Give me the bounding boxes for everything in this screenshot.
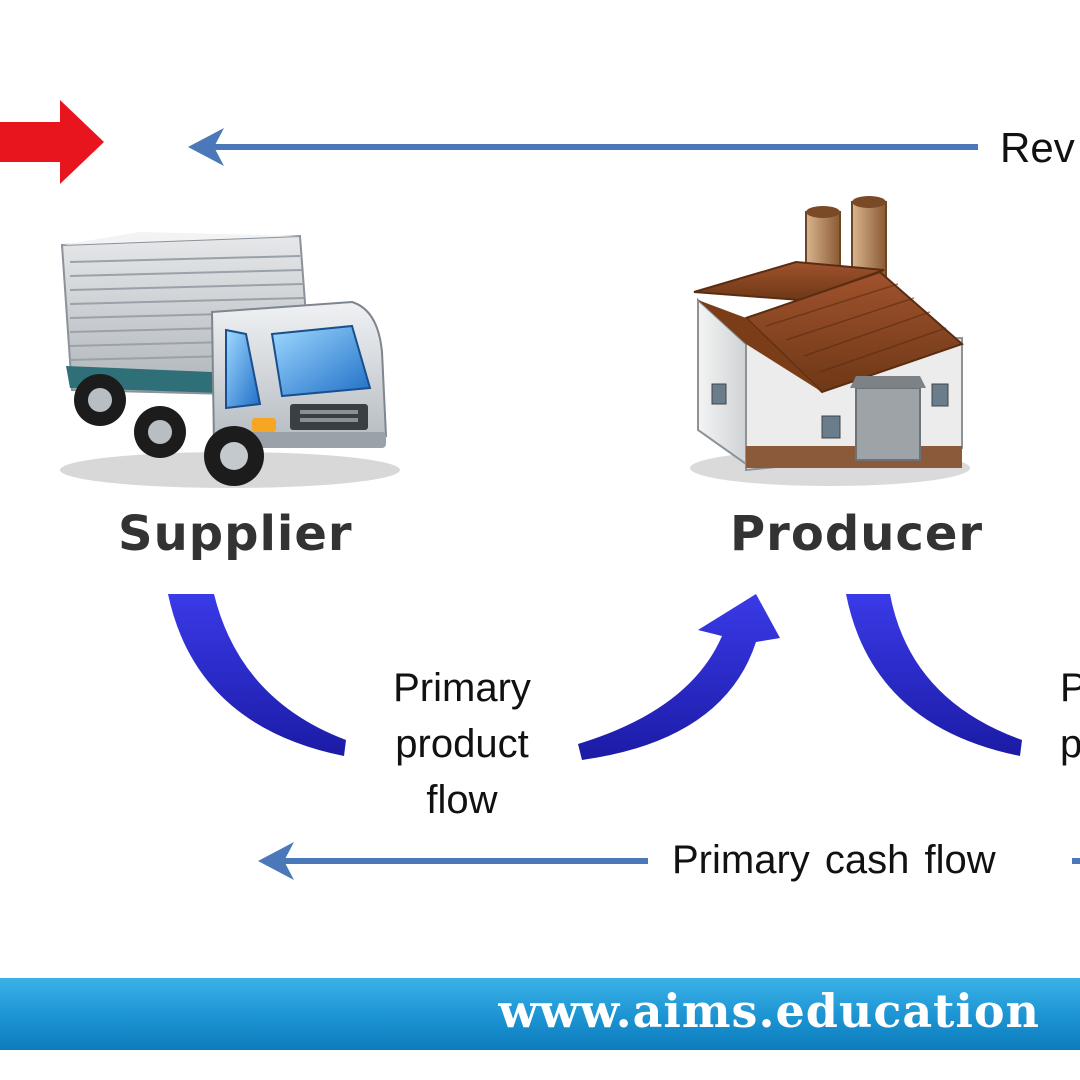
producer-label: Producer [730,506,984,562]
delivery-truck-icon [60,232,400,488]
curved-flow-arrow-producer [846,594,1022,756]
primary-cash-flow-label: Primary cash flow [672,838,996,882]
revenue-flow-arrow [188,128,978,166]
footer-website-url[interactable]: www.aims.education [498,984,1040,1038]
red-arrow-icon [0,100,104,184]
right-flow-line-1: P [1060,666,1080,710]
product-flow-line-2: product [395,722,529,766]
curved-flow-arrow-supplier [168,594,346,756]
primary-product-flow-label-right: P p [1060,660,1080,772]
product-flow-line-3: flow [426,778,498,822]
factory-icon [690,196,970,486]
cash-flow-arrow [258,842,648,880]
primary-product-flow-label: Primary product flow [372,660,552,828]
revenue-flow-label: Rev [1000,124,1075,171]
supplier-label: Supplier [118,506,353,562]
footer-banner: www.aims.education [0,978,1080,1050]
curved-flow-arrow-to-producer [578,594,780,760]
product-flow-line-1: Primary [393,666,531,710]
right-flow-line-2: p [1060,722,1080,766]
